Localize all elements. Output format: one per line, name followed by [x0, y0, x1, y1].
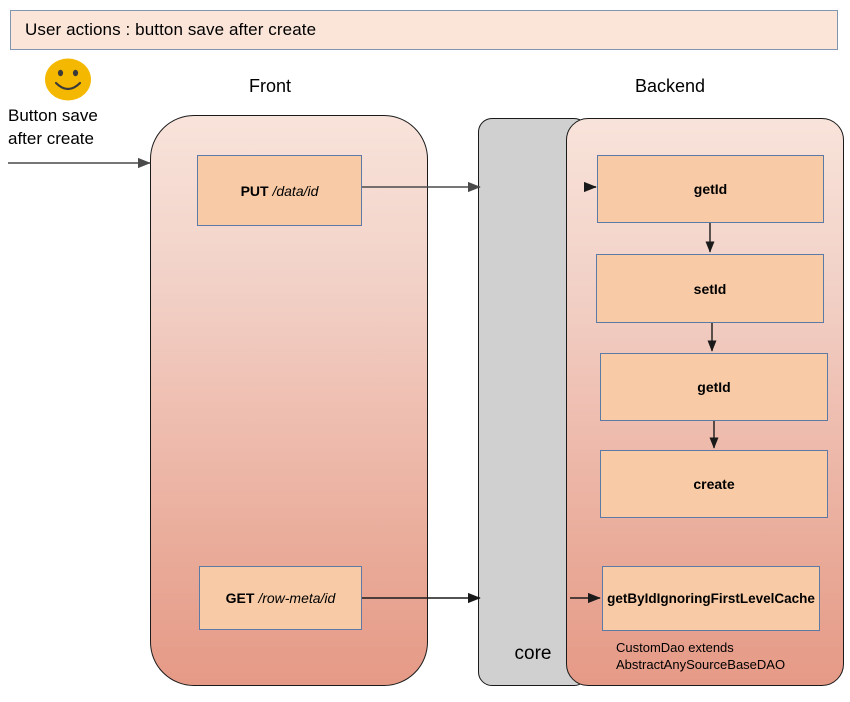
box-create[interactable]: create — [600, 450, 828, 518]
actor-label-line1: Button save — [8, 106, 98, 125]
dao-note-line2: AbstractAnySourceBaseDAO — [616, 657, 786, 672]
box-get-by-id-ignoring-first-level-cache[interactable]: getByIdIgnoringFirstLevelCache — [602, 566, 820, 631]
dao-note-line1: CustomDao extends — [616, 640, 734, 655]
front-caption: Front — [248, 76, 291, 96]
dao-note: CustomDao extends AbstractAnySourceBaseD… — [616, 639, 831, 673]
box-getid-2-label: getId — [697, 379, 731, 395]
box-setid-label: setId — [693, 280, 727, 297]
put-method-label: PUT — [240, 182, 269, 199]
box-create-label: create — [693, 476, 735, 492]
box-put-data-id[interactable]: PUT /data/id — [197, 155, 362, 226]
banner-title: User actions : button save after create — [25, 20, 317, 39]
get-method-label: GET — [225, 590, 255, 606]
banner: User actions : button save after create — [10, 10, 838, 50]
core-label: core — [514, 643, 552, 664]
smiley-face-icon — [45, 58, 91, 101]
actor-label: Button save after create — [8, 104, 158, 150]
box-setid[interactable]: setId — [596, 254, 824, 323]
box-get-by-id-label: getByIdIgnoringFirstLevelCache — [607, 591, 815, 606]
box-getid-1[interactable]: getId — [597, 155, 824, 223]
box-getid-2[interactable]: getId — [600, 353, 828, 421]
box-get-row-meta-id[interactable]: GET /row-meta/id — [199, 566, 362, 630]
box-getid-1-label: getId — [693, 181, 728, 197]
put-path-label: /data/id — [272, 182, 319, 199]
actor-label-line2: after create — [8, 129, 94, 148]
backend-caption: Backend — [634, 76, 706, 96]
get-path-label: /row-meta/id — [258, 590, 336, 606]
